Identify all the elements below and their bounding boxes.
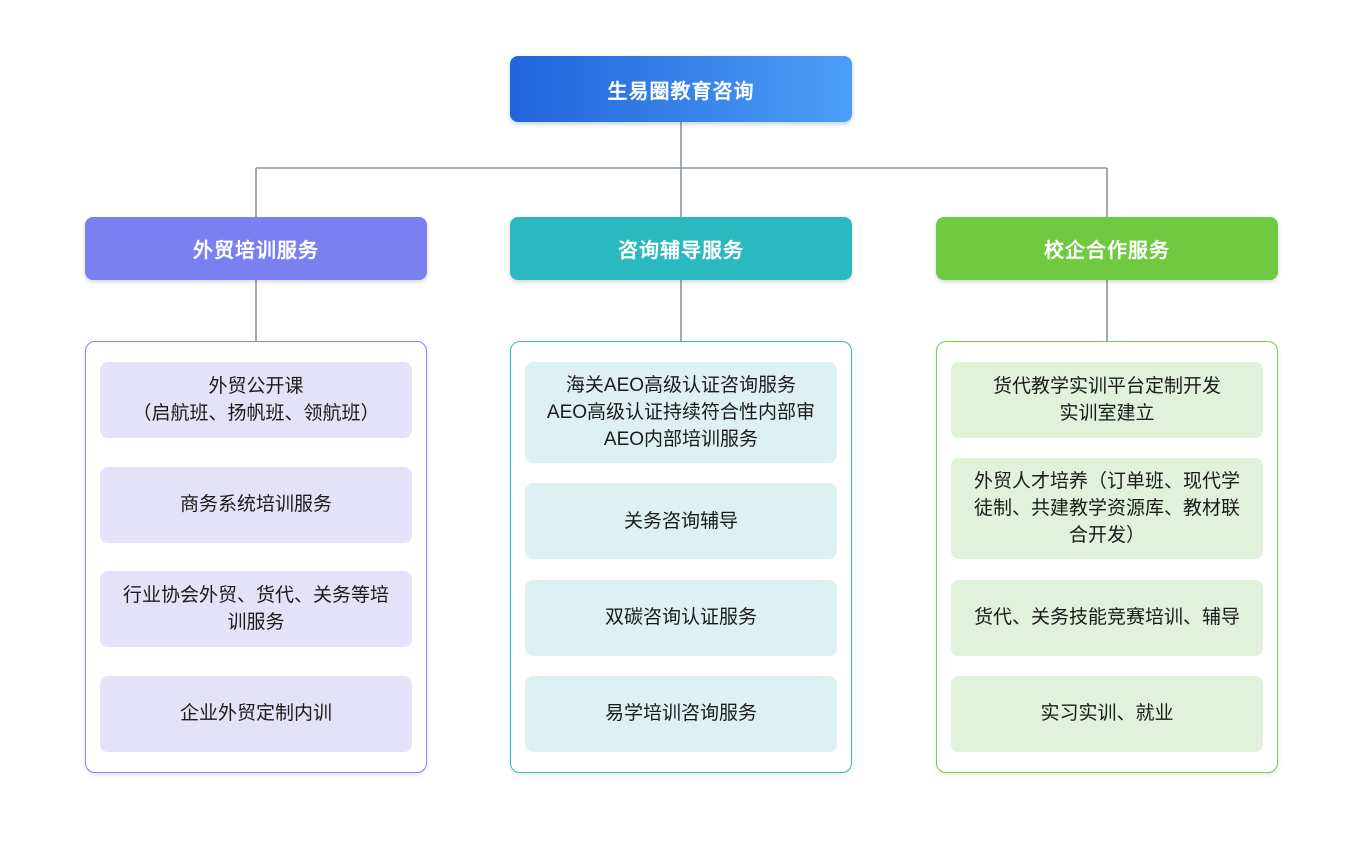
service-item: 海关AEO高级认证咨询服务 AEO高级认证持续符合性内部审 AEO内部培训服务	[525, 362, 837, 463]
branch-container: 外贸公开课 （启航班、扬帆班、领航班） 商务系统培训服务 行业协会外贸、货代、关…	[85, 341, 427, 773]
service-item: 货代、关务技能竞赛培训、辅导	[951, 579, 1263, 656]
branch-header: 校企合作服务	[936, 217, 1278, 280]
service-item: 行业协会外贸、货代、关务等培 训服务	[100, 571, 412, 648]
branch-container: 货代教学实训平台定制开发 实训室建立 外贸人才培养（订单班、现代学 徒制、共建教…	[936, 341, 1278, 773]
branch-header-label: 外贸培训服务	[193, 240, 319, 262]
branch-header: 咨询辅导服务	[510, 217, 852, 280]
service-item: 外贸人才培养（订单班、现代学 徒制、共建教学资源库、教材联 合开发）	[951, 458, 1263, 560]
service-item: 货代教学实训平台定制开发 实训室建立	[951, 362, 1263, 438]
branch-container: 海关AEO高级认证咨询服务 AEO高级认证持续符合性内部审 AEO内部培训服务 …	[510, 341, 852, 773]
service-item: 双碳咨询认证服务	[525, 579, 837, 656]
service-item: 关务咨询辅导	[525, 483, 837, 560]
branch-header: 外贸培训服务	[85, 217, 427, 280]
service-item: 企业外贸定制内训	[100, 675, 412, 752]
root-node: 生易圈教育咨询	[510, 56, 852, 122]
branch-header-label: 咨询辅导服务	[618, 240, 744, 262]
root-node-label: 生易圈教育咨询	[607, 80, 755, 103]
service-item: 商务系统培训服务	[100, 466, 412, 543]
service-item: 实习实训、就业	[951, 675, 1263, 752]
branch-header-label: 校企合作服务	[1044, 240, 1170, 262]
service-item: 外贸公开课 （启航班、扬帆班、领航班）	[100, 362, 412, 438]
service-item: 易学培训咨询服务	[525, 675, 837, 752]
